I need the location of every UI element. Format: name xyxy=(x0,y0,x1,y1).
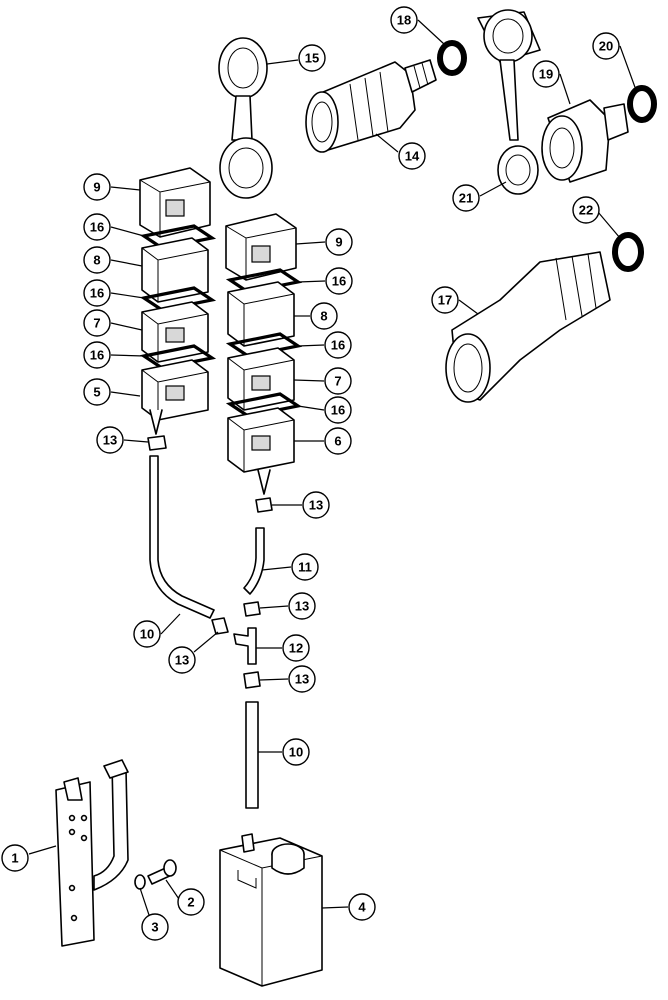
callout-5: 5 xyxy=(83,378,111,406)
callout-13-d: 13 xyxy=(288,665,316,693)
callout-16-d: 16 xyxy=(325,267,353,295)
callout-13-c: 13 xyxy=(288,592,316,620)
svg-text:9: 9 xyxy=(93,180,100,195)
svg-text:3: 3 xyxy=(151,920,158,935)
clamp-13d xyxy=(211,617,229,635)
svg-text:16: 16 xyxy=(332,274,346,289)
callout-11: 11 xyxy=(291,553,319,581)
quick-coupler xyxy=(305,59,437,153)
tee-fitting xyxy=(233,627,257,665)
callout-15: 15 xyxy=(298,44,326,72)
callout-8-right: 8 xyxy=(310,302,338,330)
callout-13-a: 13 xyxy=(96,426,124,454)
svg-text:9: 9 xyxy=(335,235,342,250)
hose-long xyxy=(245,701,259,809)
reservoir xyxy=(219,833,323,987)
callout-18: 18 xyxy=(390,6,418,34)
callout-6: 6 xyxy=(324,427,352,455)
svg-text:19: 19 xyxy=(539,67,553,82)
svg-text:2: 2 xyxy=(187,895,194,910)
svg-text:16: 16 xyxy=(331,403,345,418)
mounting-bracket xyxy=(55,759,129,947)
adapter-fitting xyxy=(541,99,629,183)
svg-text:12: 12 xyxy=(289,641,303,656)
callout-9-left: 9 xyxy=(83,173,111,201)
svg-text:21: 21 xyxy=(459,191,473,206)
svg-text:14: 14 xyxy=(405,149,420,164)
callout-2: 2 xyxy=(177,888,205,916)
washer xyxy=(134,874,146,890)
hose-short xyxy=(243,527,265,595)
coupler-cap-strap xyxy=(218,37,273,199)
callout-10-right: 10 xyxy=(282,738,310,766)
svg-text:7: 7 xyxy=(93,316,100,331)
clamp-13a xyxy=(147,435,167,451)
filler-neck xyxy=(445,251,611,403)
hose-left xyxy=(149,455,215,619)
o-ring-20 xyxy=(627,85,657,123)
svg-text:16: 16 xyxy=(90,286,104,301)
callout-4: 4 xyxy=(348,893,376,921)
svg-text:20: 20 xyxy=(599,39,613,54)
o-ring-22 xyxy=(612,232,644,272)
callout-14: 14 xyxy=(398,142,426,170)
svg-text:15: 15 xyxy=(305,51,319,66)
svg-text:10: 10 xyxy=(140,627,154,642)
callout-7-right: 7 xyxy=(324,367,352,395)
callout-16-e: 16 xyxy=(324,331,352,359)
bolt xyxy=(147,859,177,885)
dust-cap-strap xyxy=(477,9,541,195)
callout-9-right: 9 xyxy=(325,228,353,256)
svg-text:13: 13 xyxy=(309,498,323,513)
svg-text:11: 11 xyxy=(298,560,312,575)
callout-16-b: 16 xyxy=(83,279,111,307)
callout-17: 17 xyxy=(431,286,459,314)
callout-16-a: 16 xyxy=(83,213,111,241)
callout-8-left: 8 xyxy=(83,246,111,274)
callout-16-f: 16 xyxy=(324,396,352,424)
svg-text:8: 8 xyxy=(320,309,327,324)
callout-3: 3 xyxy=(141,913,169,941)
callout-13-e: 13 xyxy=(302,491,330,519)
callout-13-b: 13 xyxy=(168,646,196,674)
valve-stack-left xyxy=(139,167,217,435)
svg-text:13: 13 xyxy=(103,433,117,448)
svg-text:5: 5 xyxy=(93,385,100,400)
valve-stack-right xyxy=(225,213,303,495)
svg-text:18: 18 xyxy=(397,13,411,28)
callout-19: 19 xyxy=(532,60,560,88)
svg-text:10: 10 xyxy=(289,745,303,760)
svg-text:13: 13 xyxy=(295,599,309,614)
svg-text:4: 4 xyxy=(358,900,366,915)
callout-1: 1 xyxy=(1,844,29,872)
svg-text:16: 16 xyxy=(90,220,104,235)
clamp-13c xyxy=(243,601,261,617)
clamp-13b xyxy=(255,497,273,513)
svg-text:22: 22 xyxy=(579,203,593,218)
svg-text:13: 13 xyxy=(175,653,189,668)
callout-22: 22 xyxy=(572,196,600,224)
callout-10-left: 10 xyxy=(133,620,161,648)
svg-text:1: 1 xyxy=(11,851,18,866)
callout-16-c: 16 xyxy=(83,341,111,369)
callout-20: 20 xyxy=(592,32,620,60)
svg-text:6: 6 xyxy=(334,434,341,449)
callout-12: 12 xyxy=(282,634,310,662)
clamp-13e xyxy=(243,671,261,689)
svg-text:16: 16 xyxy=(90,348,104,363)
svg-text:17: 17 xyxy=(438,293,452,308)
svg-text:13: 13 xyxy=(295,672,309,687)
o-ring-18 xyxy=(437,40,467,76)
callout-7-left: 7 xyxy=(83,309,111,337)
svg-text:7: 7 xyxy=(334,374,341,389)
svg-text:8: 8 xyxy=(93,253,100,268)
svg-text:16: 16 xyxy=(331,338,345,353)
callout-21: 21 xyxy=(452,184,480,212)
